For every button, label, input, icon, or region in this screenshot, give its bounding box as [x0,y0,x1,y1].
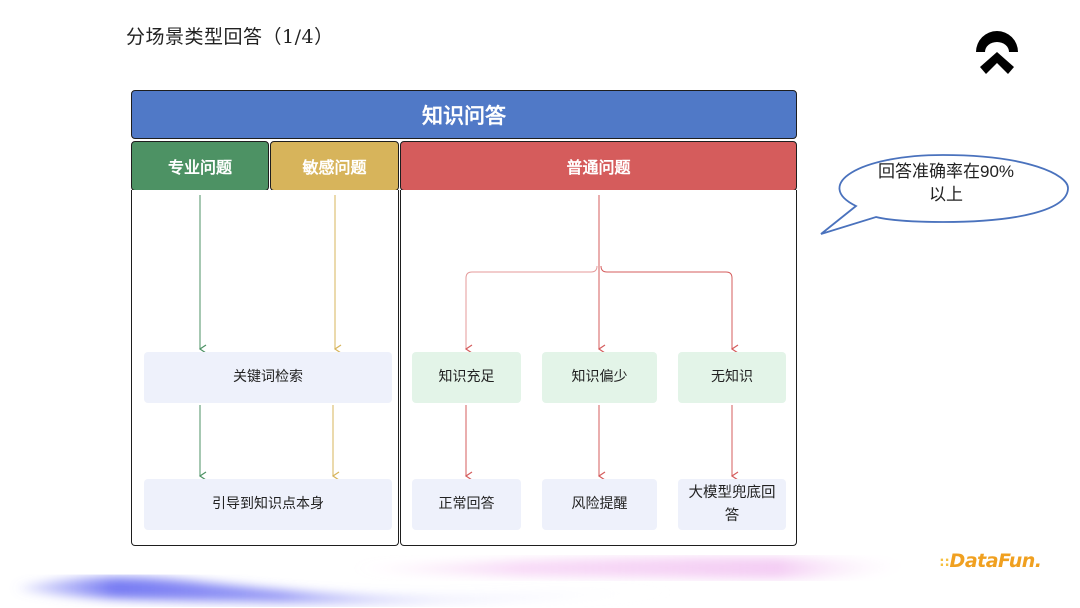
node-knowledge-little: 知识偏少 [542,352,657,403]
callout-text: 回答准确率在90% 以上 [848,160,1044,206]
node-guide-to-knowledge: 引导到知识点本身 [144,479,392,530]
speech-bubble-callout [820,154,1069,235]
slide-title: 分场景类型回答（1/4） [126,26,334,48]
category-professional: 专业问题 [131,141,269,191]
footer-decoration [15,557,920,604]
node-normal-answer: 正常回答 [412,479,521,530]
category-general: 普通问题 [400,141,797,191]
callout-line-2: 以上 [929,185,963,204]
callout-line-1: 回答准确率在90% [877,162,1015,181]
node-risk-reminder: 风险提醒 [542,479,657,530]
datafun-dots-icon: ∷ [940,556,949,571]
datafun-logo-text: DataFun. [949,550,1042,572]
diagram-header-knowledge-qa: 知识问答 [131,90,797,139]
node-keyword-search: 关键词检索 [144,352,392,403]
category-sensitive: 敏感问题 [270,141,399,191]
node-no-knowledge: 无知识 [678,352,786,403]
node-llm-fallback: 大模型兜底回答 [678,479,786,530]
datafun-logo: ∷DataFun. [940,550,1042,572]
node-knowledge-sufficient: 知识充足 [412,352,521,403]
nio-logo-icon [976,31,1018,74]
